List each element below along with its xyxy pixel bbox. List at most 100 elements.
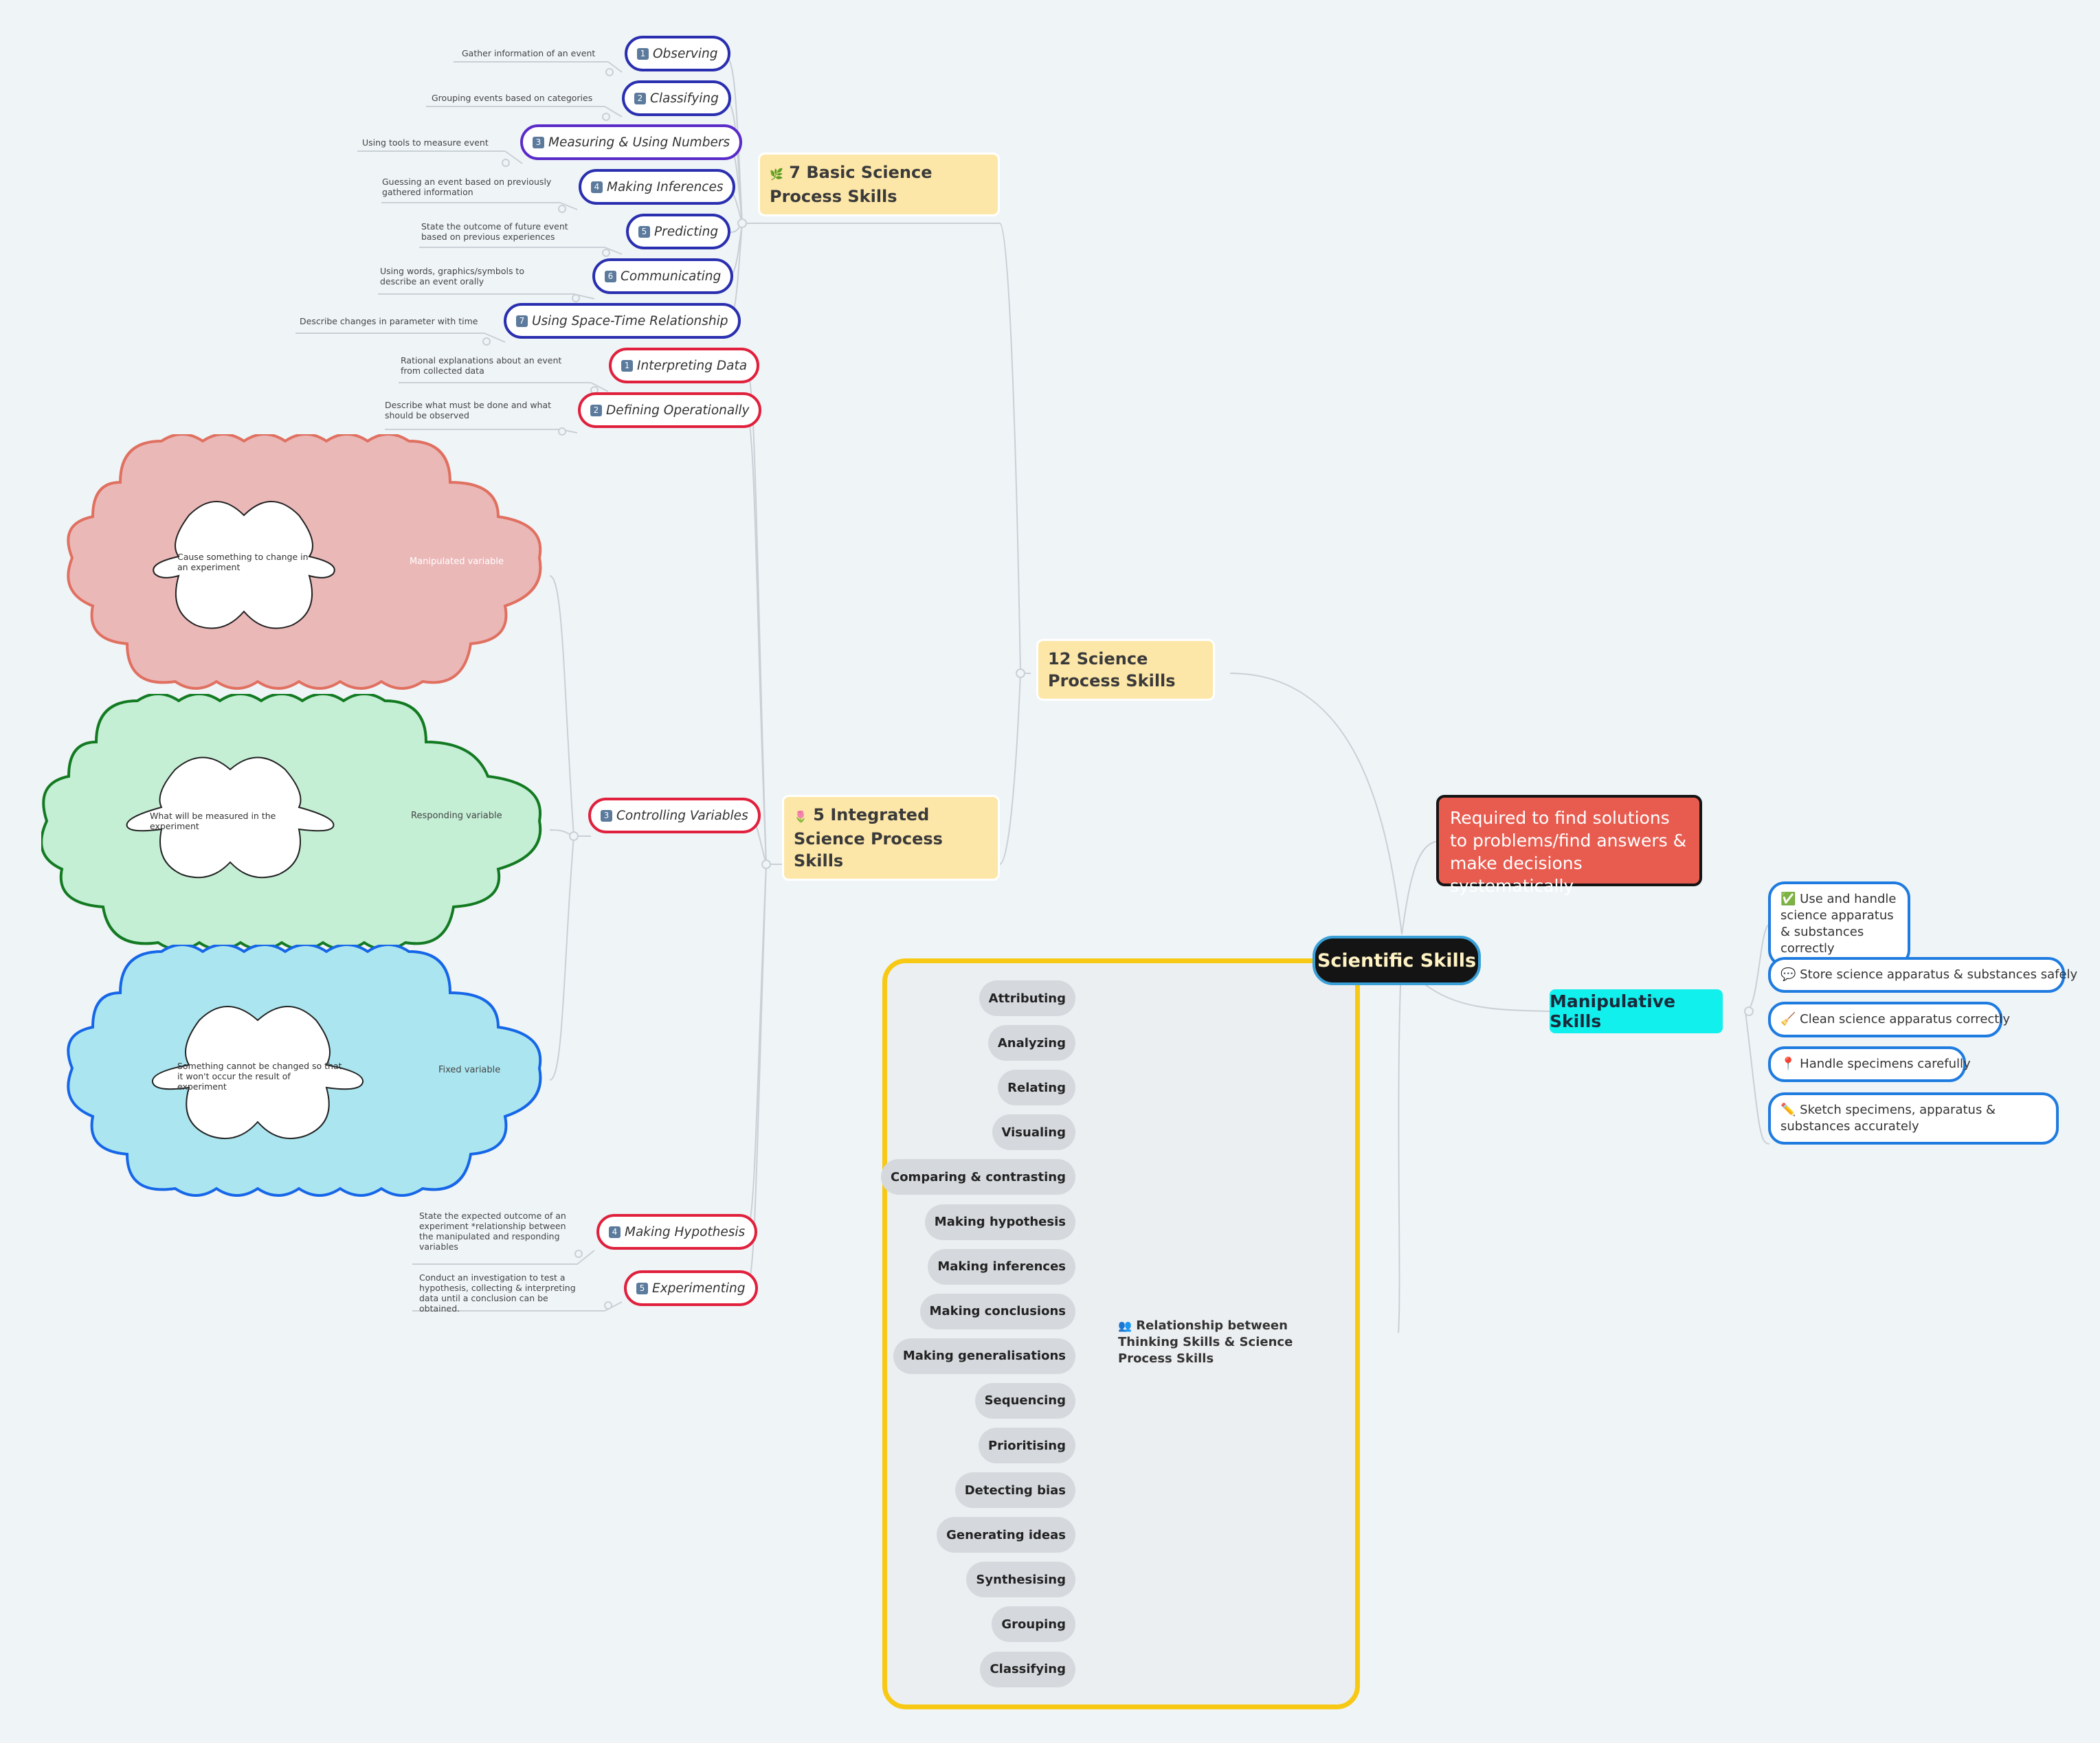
manipulated-variable-label[interactable]: Manipulated variable <box>410 556 504 567</box>
number-1-icon: 1 <box>637 47 649 60</box>
thinking-skill-item[interactable]: Comparing & contrasting <box>880 1159 1075 1195</box>
people-icon: 👥 <box>1118 1319 1132 1332</box>
thinking-skill-item[interactable]: Visualing <box>992 1114 1075 1151</box>
manipulative-item-label: Handle specimens carefully <box>1800 1057 1971 1071</box>
integrated-skill-interpreting-data[interactable]: 1 Interpreting Data <box>609 348 760 383</box>
thinking-skill-item[interactable]: Attributing <box>979 980 1075 1016</box>
classifying-desc: Grouping events based on categories <box>432 93 593 103</box>
manipulative-item-label: Clean science apparatus correctly <box>1800 1012 2010 1026</box>
integrated-skill-label: Making Hypothesis <box>625 1224 746 1239</box>
thinking-skill-item[interactable]: Making inferences <box>928 1248 1075 1285</box>
integrated-skill-experimenting[interactable]: 5 Experimenting <box>624 1270 758 1306</box>
thinking-skills-relationship-label: Relationship between Thinking Skills & S… <box>1118 1318 1293 1366</box>
basic-skill-label: Predicting <box>654 224 719 239</box>
integrated-process-skills-label: 5 Integrated Science Process Skills <box>794 805 943 870</box>
basic-skill-space-time[interactable]: 7 Using Space-Time Relationship <box>504 303 741 339</box>
basic-skill-label: Communicating <box>621 269 722 284</box>
science-process-skills-label: 12 Science Process Skills <box>1048 649 1176 690</box>
responding-variable-desc: What will be measured in the experiment <box>150 811 276 831</box>
integrated-process-skills-node[interactable]: 🌷 5 Integrated Science Process Skills <box>782 795 1000 881</box>
manipulative-item-label: Use and handle science apparatus & subst… <box>1780 892 1897 956</box>
speech-bubble-icon: 💬 <box>1780 967 1796 982</box>
thinking-skill-item[interactable]: Generating ideas <box>937 1517 1075 1553</box>
number-2-icon: 2 <box>590 404 602 416</box>
basic-process-skills-node[interactable]: 🌿 7 Basic Science Process Skills <box>758 153 1000 216</box>
manipulated-desc-cloud <box>153 501 335 629</box>
integrated-skill-label: Experimenting <box>652 1281 746 1296</box>
thinking-skill-item[interactable]: Making hypothesis <box>924 1204 1075 1240</box>
integrated-skill-label: Controlling Variables <box>616 808 748 823</box>
number-6-icon: 6 <box>605 270 616 282</box>
manipulative-item-handle[interactable]: 📍 Handle specimens carefully <box>1768 1046 1971 1082</box>
manipulative-skills-node[interactable]: Manipulative Skills <box>1550 989 1723 1033</box>
manipulative-item-label: Sketch specimens, apparatus & substances… <box>1780 1103 1996 1134</box>
number-1-icon: 1 <box>621 359 633 372</box>
number-5-icon: 5 <box>636 1282 648 1294</box>
broom-icon: 🧹 <box>1780 1012 1796 1026</box>
basic-skill-label: Measuring & Using Numbers <box>548 135 730 150</box>
number-4-icon: 4 <box>591 181 603 193</box>
integrated-skill-making-hypothesis[interactable]: 4 Making Hypothesis <box>596 1214 758 1250</box>
basic-skill-measuring[interactable]: 3 Measuring & Using Numbers <box>520 124 743 160</box>
responding-variable-label[interactable]: Responding variable <box>411 811 502 821</box>
observing-desc: Gather information of an event <box>462 48 596 58</box>
basic-skill-label: Using Space-Time Relationship <box>532 313 728 328</box>
thinking-skill-item[interactable]: Relating <box>998 1070 1075 1106</box>
basic-skill-observing[interactable]: 1 Observing <box>625 36 730 71</box>
number-5-icon: 5 <box>638 225 650 238</box>
inferences-desc: Guessing an event based on previously ga… <box>382 177 552 197</box>
space-time-desc: Describe changes in parameter with time <box>300 316 478 326</box>
science-process-skills-node[interactable]: 12 Science Process Skills <box>1036 639 1215 701</box>
thinking-skill-item[interactable]: Making generalisations <box>893 1338 1075 1374</box>
manipulative-item-sketch[interactable]: ✏️ Sketch specimens, apparatus & substan… <box>1768 1092 2059 1145</box>
number-2-icon: 2 <box>634 92 646 104</box>
number-7-icon: 7 <box>516 315 528 327</box>
thinking-skills-boundary <box>882 958 1360 1709</box>
number-4-icon: 4 <box>609 1226 621 1238</box>
communicating-desc: Using words, graphics/symbols to describ… <box>380 266 524 286</box>
fixed-variable-label[interactable]: Fixed variable <box>438 1065 501 1075</box>
pin-icon: 📍 <box>1780 1057 1796 1071</box>
manipulative-item-clean[interactable]: 🧹 Clean science apparatus correctly <box>1768 1002 2010 1037</box>
pencil-icon: ✏️ <box>1780 1103 1796 1117</box>
check-icon: ✅ <box>1780 892 1796 906</box>
integrated-skill-defining-operationally[interactable]: 2 Defining Operationally <box>578 392 762 428</box>
thinking-skill-item[interactable]: Grouping <box>992 1606 1075 1643</box>
integrated-skill-label: Interpreting Data <box>637 358 748 373</box>
experimenting-desc: Conduct an investigation to test a hypot… <box>419 1272 576 1314</box>
leaf-icon: 🌿 <box>770 168 783 181</box>
thinking-skills-relationship-node[interactable]: 👥 Relationship between Thinking Skills &… <box>1118 1318 1324 1367</box>
manipulative-item-use[interactable]: ✅ Use and handle science apparatus & sub… <box>1768 881 1910 967</box>
basic-skill-classifying[interactable]: 2 Classifying <box>622 80 731 116</box>
thinking-skill-item[interactable]: Classifying <box>980 1651 1075 1687</box>
interpreting-data-desc: Rational explanations about an event fro… <box>401 355 562 376</box>
manipulative-item-store[interactable]: 💬 Store science apparatus & substances s… <box>1768 957 2077 993</box>
basic-skill-label: Classifying <box>650 91 719 106</box>
required-note[interactable]: Required to find solutions to problems/f… <box>1436 795 1702 896</box>
measuring-desc: Using tools to measure event <box>362 137 489 148</box>
basic-skill-communicating[interactable]: 6 Communicating <box>592 258 734 294</box>
tulip-icon: 🌷 <box>794 810 807 823</box>
integrated-skill-controlling-variables[interactable]: 3 Controlling Variables <box>588 798 761 833</box>
number-3-icon: 3 <box>601 809 612 822</box>
manipulated-variable-desc: Cause something to change in an experime… <box>177 552 309 572</box>
thinking-skill-item[interactable]: Detecting bias <box>954 1472 1075 1509</box>
defining-operationally-desc: Describe what must be done and what shou… <box>385 400 552 420</box>
predicting-desc: State the outcome of future event based … <box>421 221 568 242</box>
thinking-skill-item[interactable]: Sequencing <box>974 1382 1075 1419</box>
fixed-variable-desc: Something cannot be changed so that it w… <box>177 1061 342 1092</box>
integrated-skill-label: Defining Operationally <box>606 403 750 418</box>
thinking-skill-item[interactable]: Prioritising <box>978 1428 1075 1463</box>
thinking-skill-item[interactable]: Synthesising <box>966 1562 1075 1598</box>
responding-desc-cloud <box>126 756 335 879</box>
basic-skill-label: Observing <box>653 46 718 61</box>
making-hypothesis-desc: State the expected outcome of an experim… <box>419 1211 566 1252</box>
basic-skill-predicting[interactable]: 5 Predicting <box>626 214 731 249</box>
thinking-skill-item[interactable]: Analyzing <box>987 1025 1075 1061</box>
number-3-icon: 3 <box>533 136 544 148</box>
central-topic[interactable]: Scientific Skills <box>1312 936 1481 985</box>
fixed-desc-cloud <box>151 1006 364 1140</box>
thinking-skill-item[interactable]: Making conclusions <box>919 1293 1075 1329</box>
